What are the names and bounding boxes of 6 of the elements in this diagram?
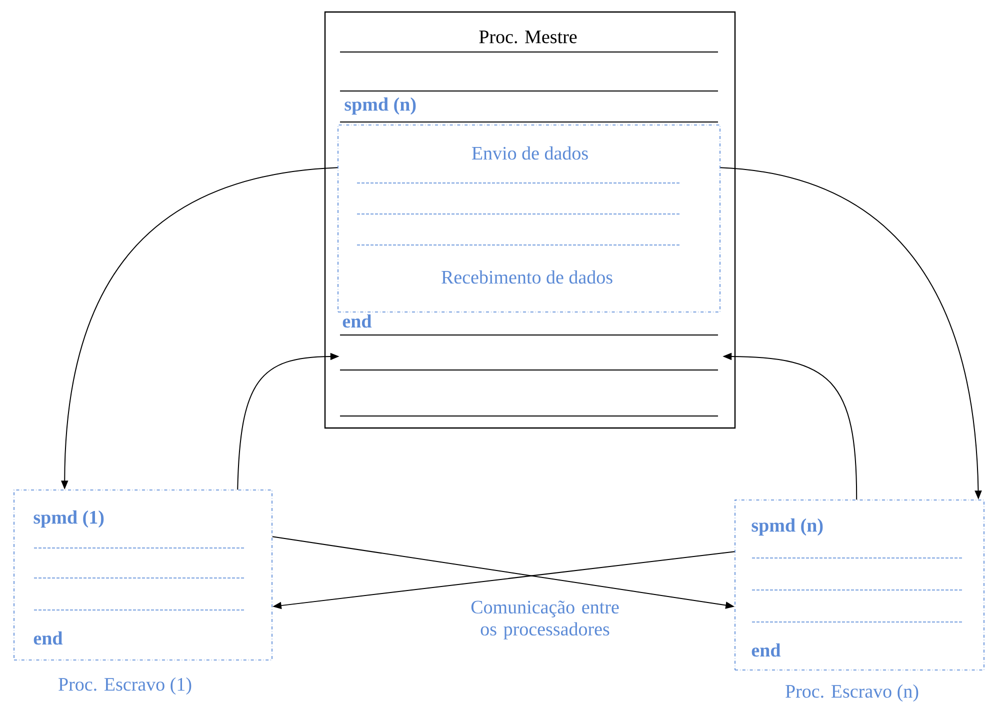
- node-label: Proc. Escravo (1): [58, 677, 192, 695]
- slave-process-box: spmd (1) end Proc. Escravo (1): [14, 490, 272, 695]
- caption-text: Comunicação entre os processadores: [471, 600, 619, 640]
- data-block-box: Envio de dados Recebimento de dados: [338, 124, 720, 312]
- slave-process-box: spmd (n) end Proc. Escravo (n): [734, 500, 984, 702]
- node-label: Proc. Escravo (n): [786, 684, 918, 702]
